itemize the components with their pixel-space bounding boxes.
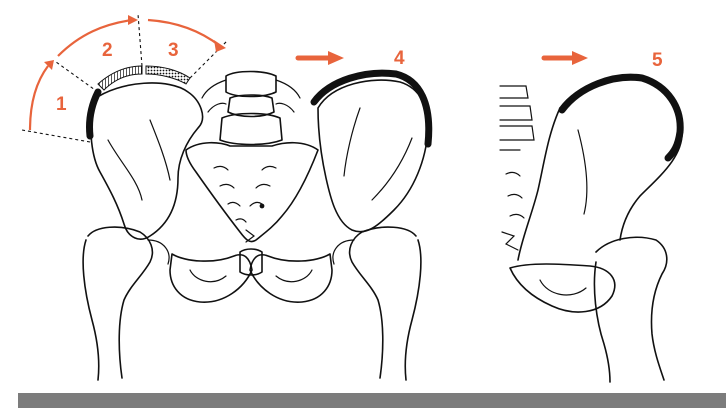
crest-segment-stage1 [89, 92, 98, 136]
stage-label-3: 3 [168, 40, 179, 61]
front-pelvis [83, 72, 428, 381]
crest-fused-stage5 [562, 77, 680, 158]
stage-label-1: 1 [56, 94, 67, 115]
stage-label-4: 4 [394, 48, 405, 69]
right-arrow-icon [298, 51, 344, 65]
stage-label-2: 2 [102, 40, 113, 61]
stage-label-5: 5 [652, 50, 663, 71]
right-arrow-icon [544, 51, 588, 65]
crest-segment-stage3 [146, 66, 190, 84]
side-pelvis [500, 75, 682, 382]
crest-complete-stage4 [314, 73, 429, 144]
footer-bar [18, 393, 726, 408]
